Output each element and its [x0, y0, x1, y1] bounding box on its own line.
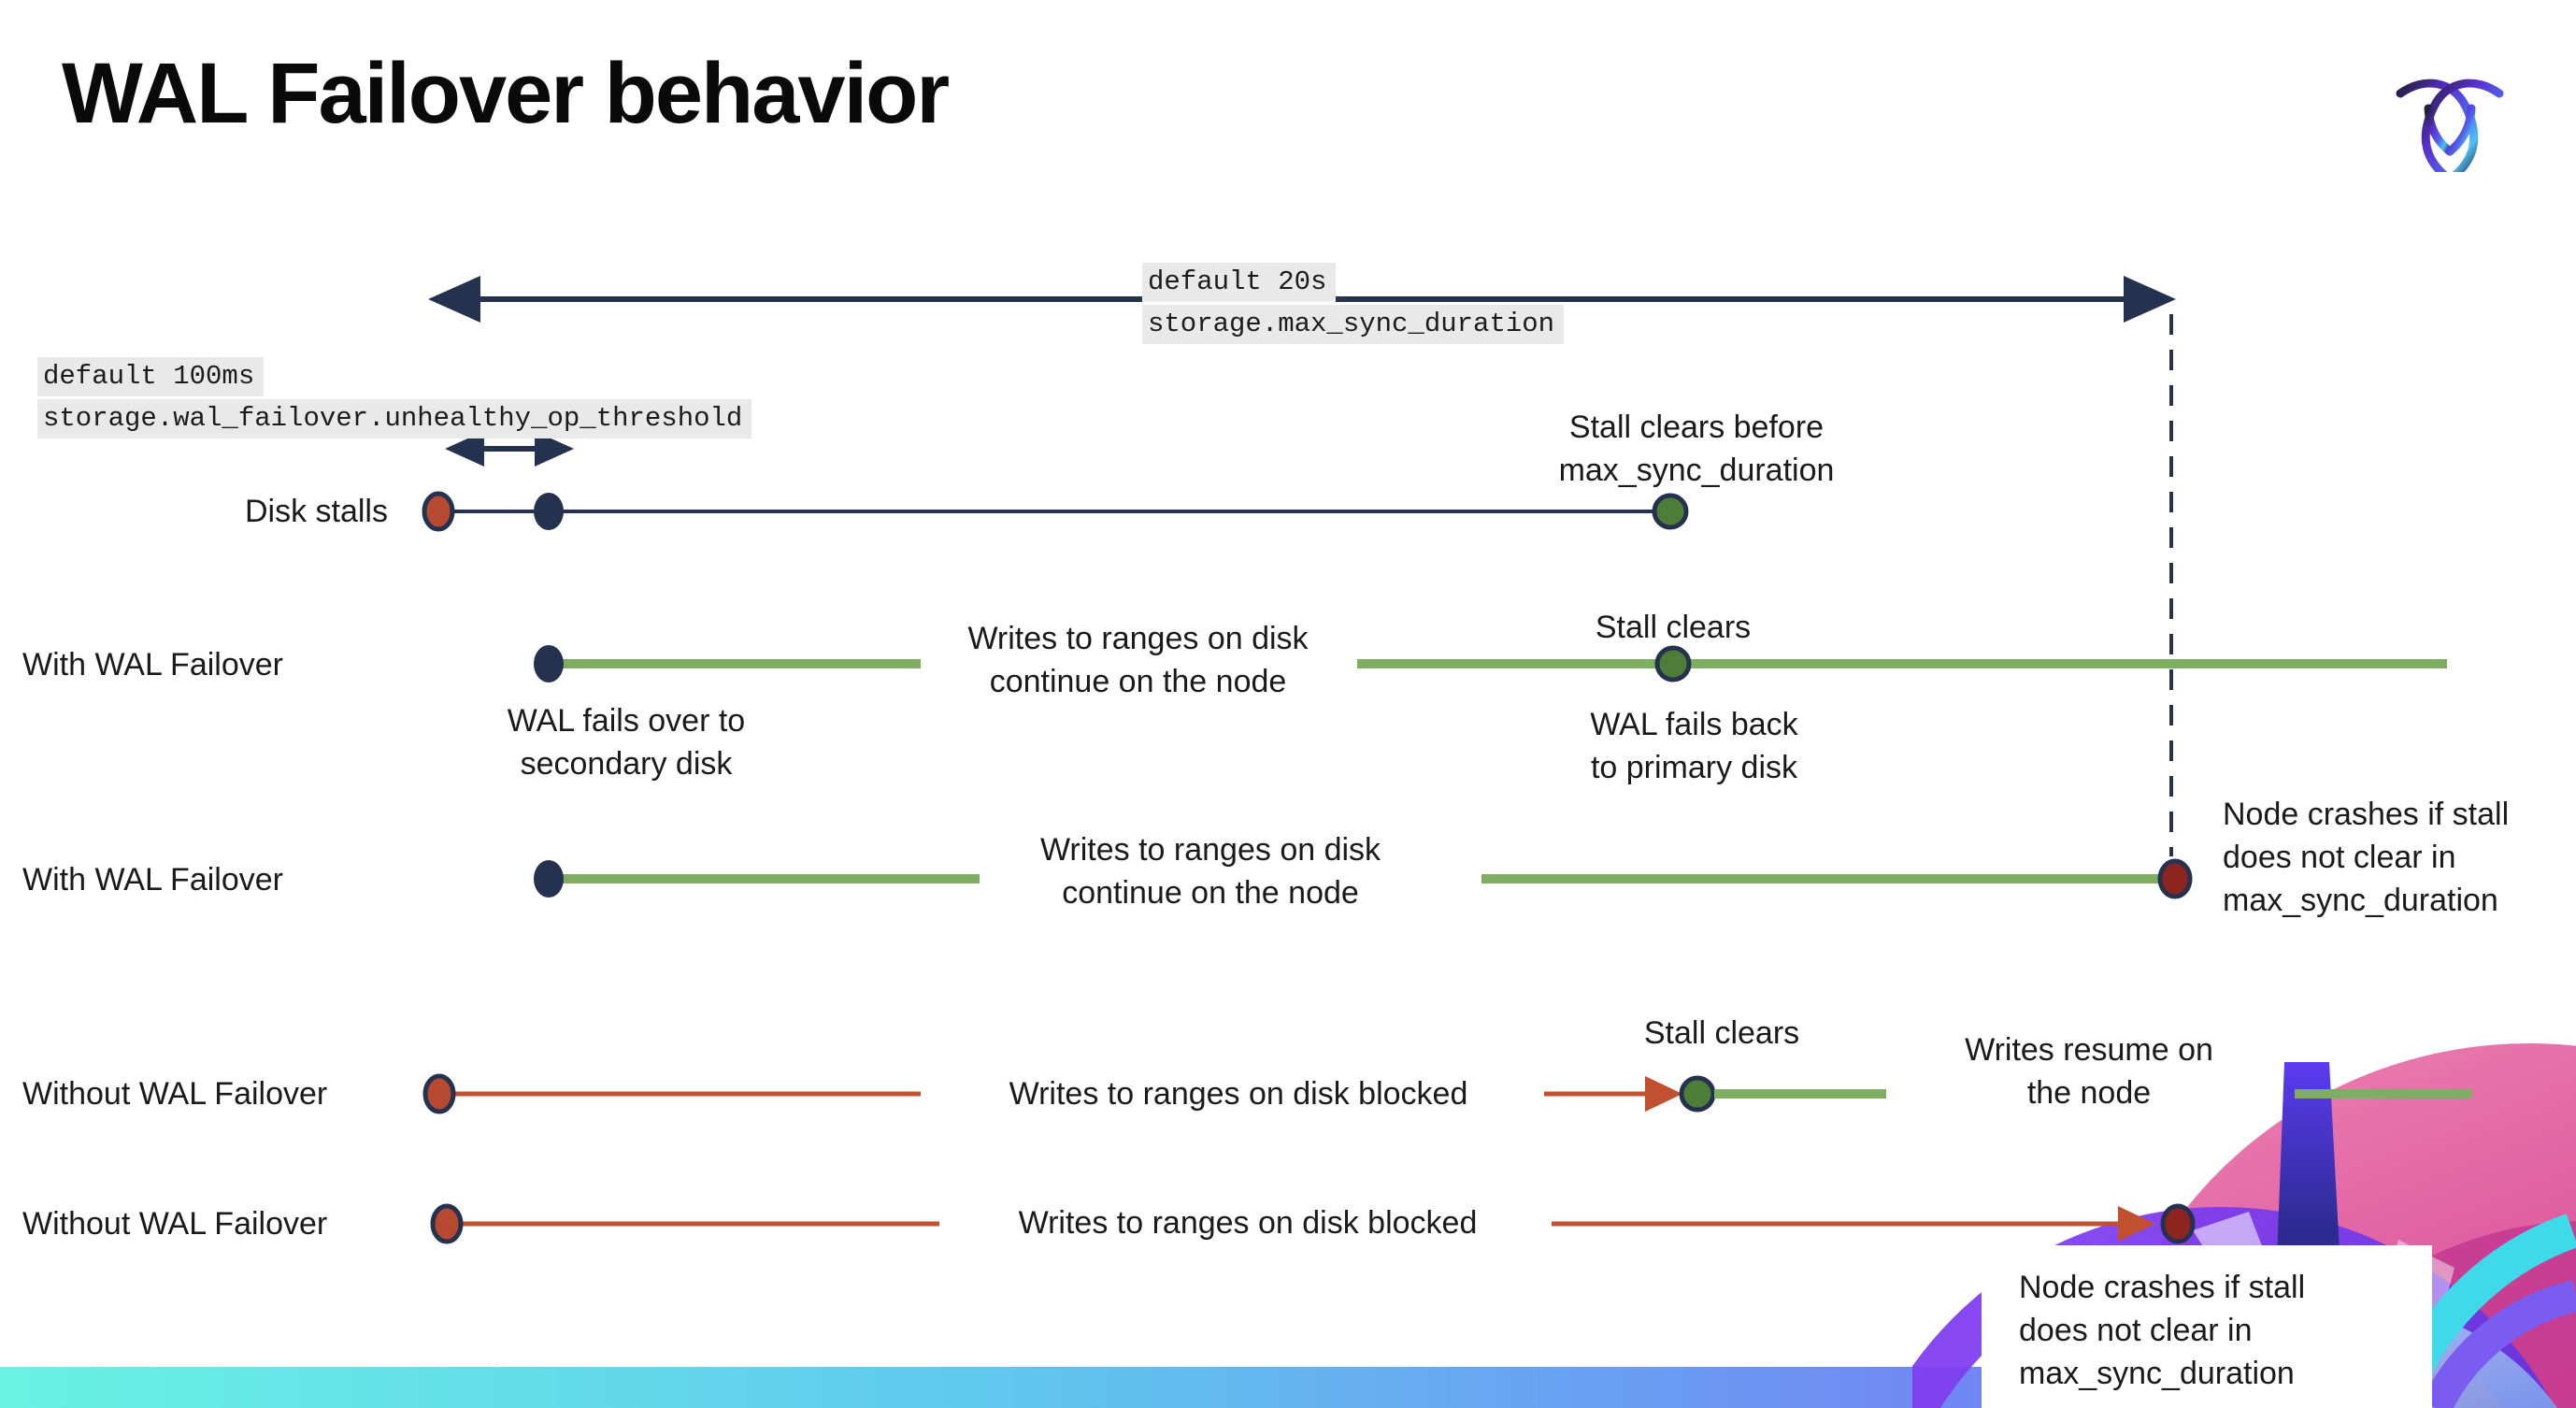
- without-failover-crash-note: Node crashes if stall does not clear in …: [2019, 1270, 2306, 1391]
- failover-note: WAL fails over to secondary disk: [507, 703, 746, 782]
- writes-blocked-note-1: Writes to ranges on disk blocked: [1009, 1076, 1468, 1112]
- without-failover-crash-timeline: [430, 1203, 2196, 1244]
- stall-clears-dot: [1652, 493, 1689, 530]
- failback-dot: [1654, 645, 1692, 682]
- with-failover-crash-note: Node crashes if stall does not clear in …: [2223, 797, 2510, 918]
- node-crash-dot: [2160, 1203, 2196, 1244]
- stall-clears-label-1: Stall clears: [1595, 610, 1752, 645]
- page-title: WAL Failover behavior: [62, 46, 950, 141]
- stall-clears-before-note: Stall clears before max_sync_duration: [1558, 409, 1835, 488]
- row-label-with-failover-2: With WAL Failover: [22, 862, 283, 898]
- failover-dot: [534, 645, 564, 682]
- stall-clears-label-2: Stall clears: [1643, 1015, 1800, 1051]
- failback-note: WAL fails back to primary disk: [1590, 707, 1798, 785]
- failover-threshold-dot: [534, 493, 564, 530]
- writes-continue-note-1: Writes to ranges on disk continue on the…: [967, 621, 1309, 699]
- with-failover-clears-timeline: [534, 645, 2447, 682]
- max-sync-default-label: default 20s: [1142, 263, 1337, 302]
- cockroachdb-logo: [2396, 79, 2504, 172]
- row-label-without-failover-1: Without WAL Failover: [22, 1076, 328, 1112]
- writes-blocked-note-2: Writes to ranges on disk blocked: [1018, 1205, 1478, 1241]
- threshold-config-label: default 100ms storage.wal_failover.unhea…: [37, 357, 752, 441]
- without-failover-clears-timeline: [422, 1073, 2472, 1114]
- failover-dot: [534, 860, 564, 898]
- crash-callout-box: Node crashes if stall does not clear in …: [1982, 1245, 2432, 1408]
- unhealthy-op-threshold-arrow: [445, 431, 574, 467]
- max-sync-config-label: default 20s storage.max_sync_duration: [1142, 263, 1565, 347]
- writes-continue-note-2: Writes to ranges on disk continue on the…: [1039, 832, 1381, 911]
- stall-start-dot: [430, 1203, 464, 1244]
- stall-start-dot: [422, 1073, 456, 1114]
- disk-stall-start-dot: [422, 491, 455, 532]
- threshold-setting-label: storage.wal_failover.unhealthy_op_thresh…: [37, 399, 752, 438]
- threshold-default-label: default 100ms: [37, 357, 265, 396]
- stall-clears-dot: [1679, 1075, 1716, 1113]
- with-failover-crash-timeline: [534, 858, 2193, 899]
- row-label-with-failover-1: With WAL Failover: [22, 647, 283, 682]
- row-label-disk-stalls: Disk stalls: [244, 494, 388, 529]
- row-label-without-failover-2: Without WAL Failover: [22, 1206, 328, 1242]
- writes-resume-note: Writes resume on the node: [1965, 1032, 2213, 1111]
- max-sync-setting-label: storage.max_sync_duration: [1142, 305, 1565, 344]
- node-crash-dot: [2157, 858, 2193, 899]
- disk-stalls-timeline: [422, 491, 1689, 532]
